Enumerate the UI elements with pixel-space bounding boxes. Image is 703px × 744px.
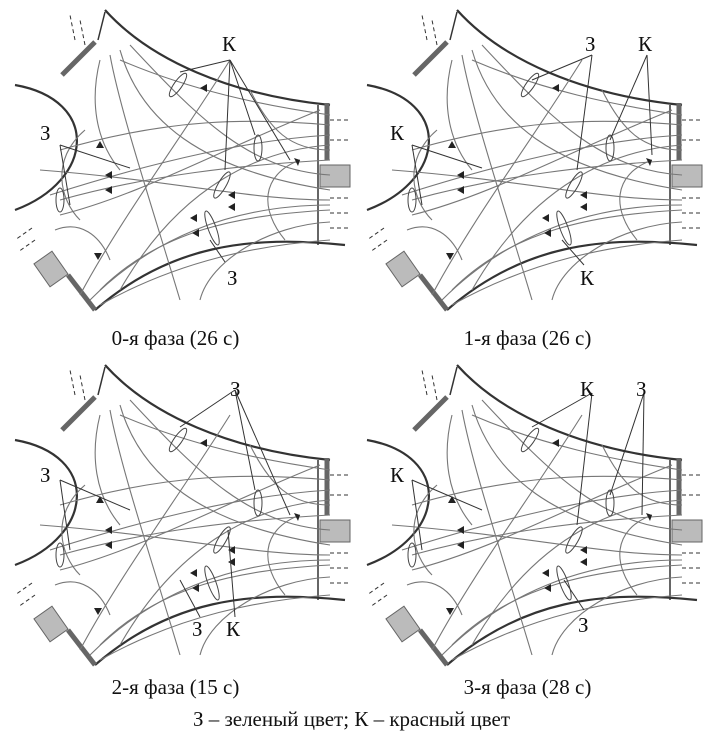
phase-1-label-bottom: К xyxy=(580,266,595,290)
phase-0-caption: 0-я фаза (26 с) xyxy=(111,326,240,350)
phase-1-caption: 1-я фаза (26 с) xyxy=(463,326,592,350)
phase-0-panel: К З З 0-я фаза (26 с) xyxy=(0,0,351,350)
phase-2-diagram xyxy=(0,355,351,685)
phase-2-label-bottom-a: З xyxy=(192,617,203,641)
phase-1-label-left: К xyxy=(390,121,405,145)
phase-3-diagram xyxy=(352,355,703,685)
phase-1-label-top-b: К xyxy=(638,32,653,56)
phase-2-caption: 2-я фаза (15 с) xyxy=(111,675,240,699)
phase-3-caption: 3-я фаза (28 с) xyxy=(463,675,592,699)
phase-1-diagram xyxy=(352,0,703,330)
phase-3-label-left: К xyxy=(390,463,405,487)
figure-legend: З – зеленый цвет; К – красный цвет xyxy=(192,707,511,731)
phase-3-label-top-b: З xyxy=(636,377,647,401)
phase-0-label-left: З xyxy=(40,121,51,145)
phase-0-label-top: К xyxy=(222,32,237,56)
phase-3-panel: К З К З 3-я фаза (28 с) xyxy=(352,355,703,699)
phase-2-label-bottom-b: К xyxy=(226,617,241,641)
phase-1-label-top-a: З xyxy=(585,32,596,56)
phase-0-diagram xyxy=(0,0,351,330)
phase-2-label-left: З xyxy=(40,463,51,487)
phase-3-label-bottom: З xyxy=(578,613,589,637)
phase-1-panel: З К К К 1-я фаза (26 с) xyxy=(352,0,703,350)
phase-0-label-bottom: З xyxy=(227,266,238,290)
phase-2-panel: З З З К 2-я фаза (15 с) xyxy=(0,355,351,699)
phase-3-label-top-a: К xyxy=(580,377,595,401)
phase-2-label-top: З xyxy=(230,377,241,401)
